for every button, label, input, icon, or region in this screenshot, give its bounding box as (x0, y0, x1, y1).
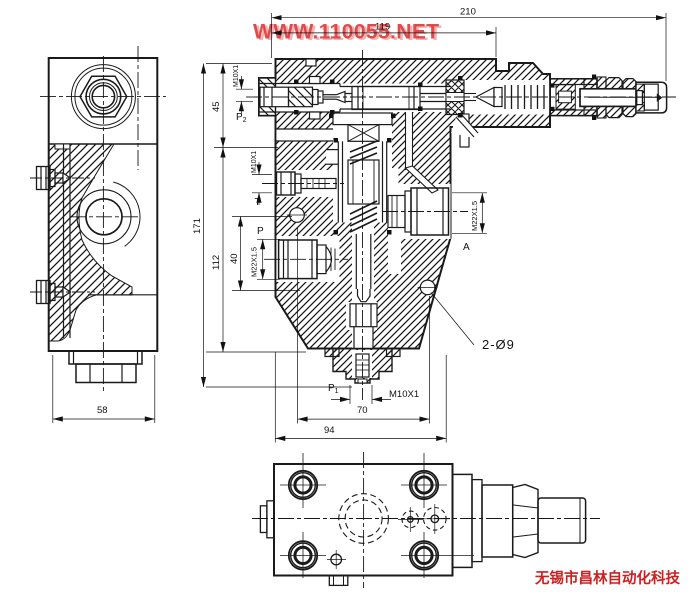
svg-text:112: 112 (211, 255, 222, 270)
svg-text:T: T (255, 197, 261, 208)
svg-text:M10X1: M10X1 (389, 389, 419, 400)
svg-text:94: 94 (324, 425, 335, 436)
svg-text:40: 40 (229, 253, 240, 264)
svg-text:P: P (257, 226, 264, 237)
svg-text:2-Ø9: 2-Ø9 (482, 337, 515, 352)
svg-text:M22X1.5: M22X1.5 (250, 247, 259, 277)
svg-text:119: 119 (375, 22, 390, 33)
svg-text:M10X1: M10X1 (233, 65, 240, 87)
svg-text:A: A (463, 242, 470, 253)
svg-text:M22X1.5: M22X1.5 (470, 201, 479, 231)
svg-text:P2: P2 (236, 112, 247, 124)
svg-text:P1: P1 (328, 383, 339, 395)
svg-text:70: 70 (357, 405, 368, 416)
svg-text:45: 45 (211, 101, 222, 112)
svg-text:171: 171 (192, 218, 203, 234)
svg-text:210: 210 (460, 7, 476, 18)
svg-text:无锡市昌林自动化科技: 无锡市昌林自动化科技 (535, 569, 680, 587)
svg-text:M10X1: M10X1 (251, 151, 258, 173)
svg-text:WWW.110055.NET: WWW.110055.NET (253, 21, 440, 44)
svg-text:58: 58 (97, 405, 108, 416)
